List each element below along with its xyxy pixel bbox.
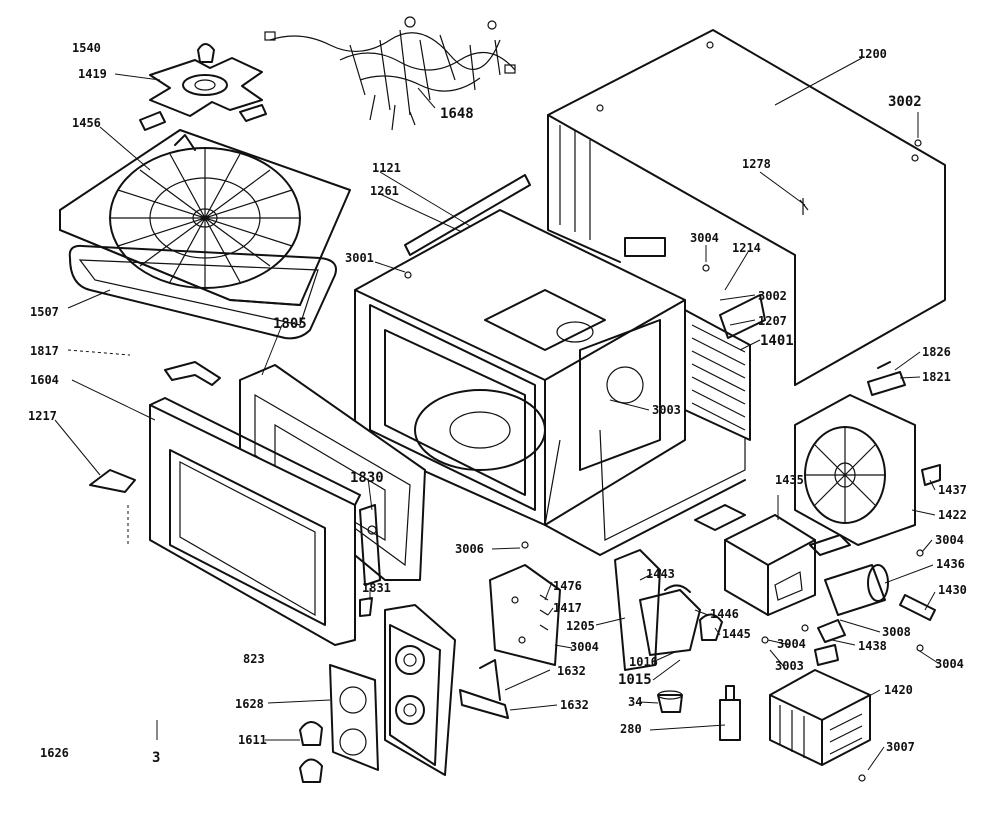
label-1817: 1817: [30, 344, 59, 358]
label-1476: 1476: [553, 579, 582, 593]
fan-assembly: [794, 394, 941, 556]
label-1446: 1446: [710, 607, 739, 621]
label-3004d: 3004: [777, 637, 806, 651]
label-1200: 1200: [858, 47, 887, 61]
screws: [404, 139, 924, 782]
transformer: [724, 514, 816, 616]
label-823: 823: [243, 652, 265, 666]
label-1628: 1628: [235, 697, 264, 711]
label-280: 280: [620, 722, 642, 736]
label-1540: 1540: [72, 41, 101, 55]
label-1015: 1015: [618, 672, 652, 688]
label-1401: 1401: [760, 333, 794, 349]
label-1278: 1278: [742, 157, 771, 171]
label-3004c: 3004: [935, 657, 964, 671]
diode: [814, 619, 846, 666]
label-1456: 1456: [72, 116, 101, 130]
label-3003b: 3003: [775, 659, 804, 673]
knob-plate: [329, 664, 379, 771]
label-1016: 1016: [629, 655, 658, 669]
label-1830: 1830: [350, 470, 384, 486]
control-knobs: [299, 721, 323, 783]
high-voltage-capacitor: [824, 564, 936, 621]
label-34: 34: [628, 695, 642, 709]
fuse-holder: [657, 690, 683, 713]
label-1217: 1217: [28, 409, 57, 423]
oven-cavity: [354, 174, 746, 556]
label-3002a: 3002: [888, 94, 922, 110]
label-3008: 3008: [882, 625, 911, 639]
label-1207: 1207: [758, 314, 787, 328]
label-3007: 3007: [886, 740, 915, 754]
label-1438: 1438: [858, 639, 887, 653]
leader-lines: [54, 57, 939, 771]
label-3004b: 3004: [935, 533, 964, 547]
label-3004e: 3004: [570, 640, 599, 654]
label-1214: 1214: [732, 241, 761, 255]
label-1626: 1626: [40, 746, 69, 760]
label-1419: 1419: [78, 67, 107, 81]
label-1831: 1831: [362, 581, 391, 595]
spacer-plate: [694, 504, 746, 531]
label-1437: 1437: [938, 483, 967, 497]
label-1436: 1436: [936, 557, 965, 571]
door-hinge: [164, 361, 221, 386]
label-1648: 1648: [440, 106, 474, 122]
label-1632b: 1632: [560, 698, 589, 712]
label-1604: 1604: [30, 373, 59, 387]
stirrer-assembly: [139, 43, 267, 131]
magnetron: [769, 669, 871, 766]
outer-cabinet: [547, 29, 946, 386]
label-3001: 3001: [345, 251, 374, 265]
door-latch: [89, 469, 136, 545]
label-1632a: 1632: [557, 664, 586, 678]
label-1420: 1420: [884, 683, 913, 697]
label-1821: 1821: [922, 370, 951, 384]
label-1805: 1805: [273, 316, 307, 332]
interlock-bracket: [614, 549, 723, 671]
label-1611: 1611: [238, 733, 267, 747]
control-panel: [384, 604, 456, 776]
wire-harness: [264, 16, 516, 131]
label-1205: 1205: [566, 619, 595, 633]
label-1422: 1422: [938, 508, 967, 522]
label-3002b: 3002: [758, 289, 787, 303]
label-1445: 1445: [722, 627, 751, 641]
vent-grille: [684, 294, 766, 441]
label-1430: 1430: [938, 583, 967, 597]
label-3004a: 3004: [690, 231, 719, 245]
label-1443: 1443: [646, 567, 675, 581]
label-1435: 1435: [775, 473, 804, 487]
small-bracket: [867, 361, 906, 396]
timer-board: [489, 564, 561, 666]
door-gasket: [68, 244, 337, 340]
label-1826: 1826: [922, 345, 951, 359]
fuse: [719, 685, 741, 741]
door-panel: [149, 397, 361, 646]
push-rod: [459, 659, 509, 719]
turntable-tray: [59, 129, 351, 306]
label-3006: 3006: [455, 542, 484, 556]
part-labels: 1540 1419 1648 1200 3002 1456 1121 1261 …: [28, 41, 967, 766]
label-3: 3: [152, 750, 160, 766]
latch-lever: [359, 504, 381, 617]
label-1261: 1261: [370, 184, 399, 198]
label-3003a: 3003: [652, 403, 681, 417]
label-1121: 1121: [372, 161, 401, 175]
label-1417: 1417: [553, 601, 582, 615]
label-1507: 1507: [30, 305, 59, 319]
